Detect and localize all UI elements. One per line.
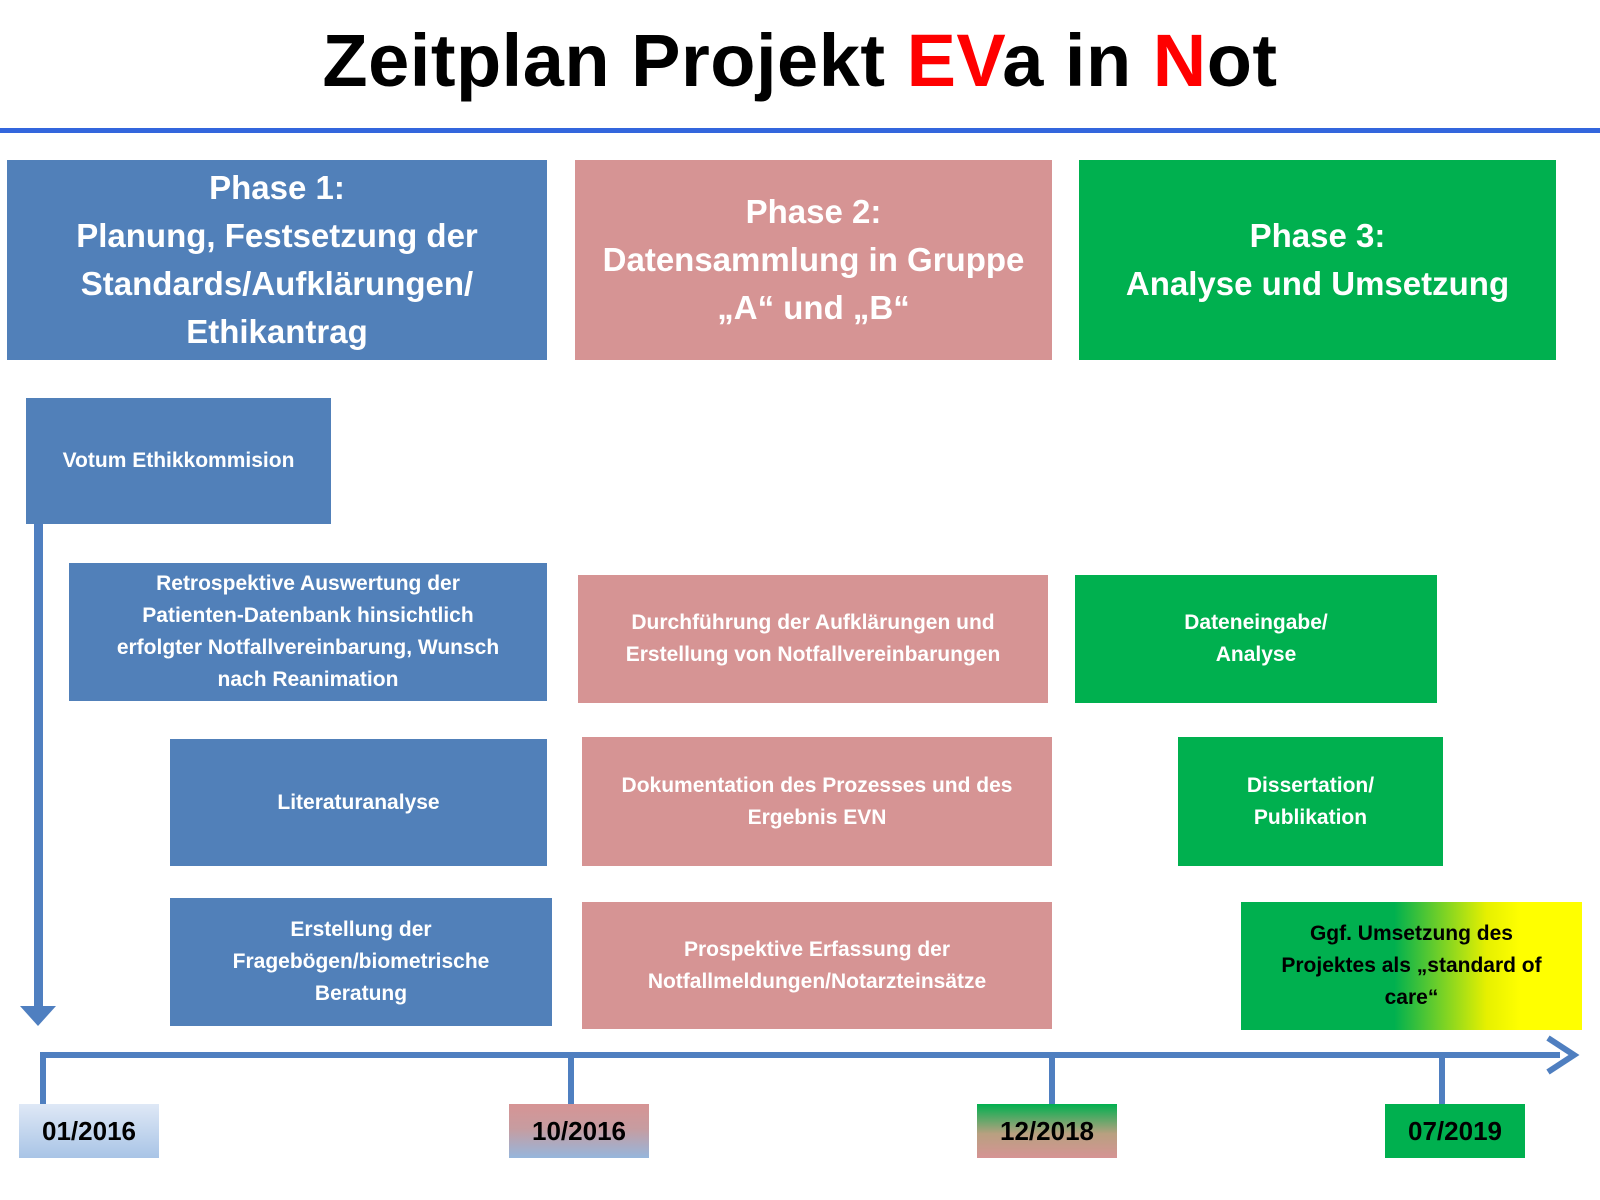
task-line: Beratung xyxy=(314,982,408,1005)
tick-10-2016 xyxy=(568,1052,574,1104)
phase-1-header: Phase 1: Planung, Festsetzung der Standa… xyxy=(7,160,547,360)
phase-1-line: Standards/Aufklärungen/ xyxy=(80,265,474,302)
task-line: Dokumentation des Prozesses und des xyxy=(621,773,1013,797)
task-erstellung-frageboegen: Erstellung der Fragebögen/biometrische B… xyxy=(170,898,552,1026)
tick-12-2018 xyxy=(1049,1052,1055,1104)
date-label-07-2019: 07/2019 xyxy=(1385,1104,1525,1158)
task-retrospektive-auswertung: Retrospektive Auswertung der Patienten-D… xyxy=(69,563,547,701)
task-line: Dateneingabe/ xyxy=(1184,611,1328,634)
phase-3-header: Phase 3: Analyse und Umsetzung xyxy=(1079,160,1556,360)
task-line: nach Reanimation xyxy=(217,668,399,691)
task-line: Dissertation/ xyxy=(1246,773,1375,797)
page-title: Zeitplan Projekt EVa in Not xyxy=(0,18,1600,103)
task-line: Votum Ethikkommision xyxy=(62,449,295,472)
task-line: Prospektive Erfassung der xyxy=(683,937,951,961)
tick-01-2016 xyxy=(40,1052,46,1104)
phase-3-line: Analyse und Umsetzung xyxy=(1125,265,1510,302)
task-literaturanalyse: Literaturanalyse xyxy=(170,739,547,866)
task-line: erfolgter Notfallvereinbarung, Wunsch xyxy=(116,636,500,659)
phase-2-line: „A“ und „B“ xyxy=(717,289,910,326)
phase-2-header: Phase 2: Datensammlung in Gruppe „A“ und… xyxy=(575,160,1052,360)
task-line: Ggf. Umsetzung des xyxy=(1309,922,1513,945)
task-line: Erstellung der xyxy=(290,918,432,941)
phase-2-line: Phase 2: xyxy=(745,193,882,230)
task-dissertation-publikation: Dissertation/ Publikation xyxy=(1178,737,1443,866)
phase-2-line: Datensammlung in Gruppe xyxy=(602,241,1025,278)
title-accent-ev: EV xyxy=(906,19,1003,102)
title-part-1: Zeitplan Projekt xyxy=(322,19,907,102)
task-line: Retrospektive Auswertung der xyxy=(156,572,460,595)
date-label-12-2018: 12/2018 xyxy=(977,1104,1117,1158)
phase-1-line: Phase 1: xyxy=(209,169,345,206)
date-label-01-2016: 01/2016 xyxy=(19,1104,159,1158)
task-line: Projektes als „standard of xyxy=(1281,954,1542,977)
timeline-ticks xyxy=(40,1052,1445,1104)
title-part-2: a in xyxy=(1002,19,1153,102)
task-line: care“ xyxy=(1384,986,1439,1009)
phase-1-line: Ethikantrag xyxy=(186,313,368,350)
task-line: Literaturanalyse xyxy=(277,790,440,814)
task-line: Analyse xyxy=(1215,643,1297,666)
task-line: Ergebnis EVN xyxy=(747,805,887,829)
tick-07-2019 xyxy=(1439,1052,1445,1104)
task-dateneingabe-analyse: Dateneingabe/ Analyse xyxy=(1075,575,1437,703)
title-accent-n: N xyxy=(1152,19,1207,102)
task-line: Notfallmeldungen/Notarzteinsätze xyxy=(647,969,987,993)
task-line: Fragebögen/biometrische xyxy=(232,950,490,973)
phase-3-line: Phase 3: xyxy=(1249,217,1386,254)
date-label-10-2016: 10/2016 xyxy=(509,1104,649,1158)
title-part-3: ot xyxy=(1206,19,1278,102)
horizontal-timeline-arrow xyxy=(40,1035,1580,1075)
task-votum-ethikkommision: Votum Ethikkommision xyxy=(26,398,331,524)
task-line: Durchführung der Aufklärungen und xyxy=(631,611,995,634)
phase-1-line: Planung, Festsetzung der xyxy=(76,217,478,254)
task-dokumentation-prozess: Dokumentation des Prozesses und des Erge… xyxy=(582,737,1052,866)
task-line: Erstellung von Notfallvereinbarungen xyxy=(625,643,1001,666)
task-line: Patienten-Datenbank hinsichtlich xyxy=(142,604,474,627)
task-prospektive-erfassung: Prospektive Erfassung der Notfallmeldung… xyxy=(582,902,1052,1029)
task-durchfuehrung-aufklaerungen: Durchführung der Aufklärungen und Erstel… xyxy=(578,575,1048,703)
title-divider xyxy=(0,128,1600,133)
task-umsetzung-standard-of-care: Ggf. Umsetzung des Projektes als „standa… xyxy=(1241,902,1582,1030)
vertical-arrow xyxy=(20,524,56,1026)
task-line: Publikation xyxy=(1253,805,1368,829)
